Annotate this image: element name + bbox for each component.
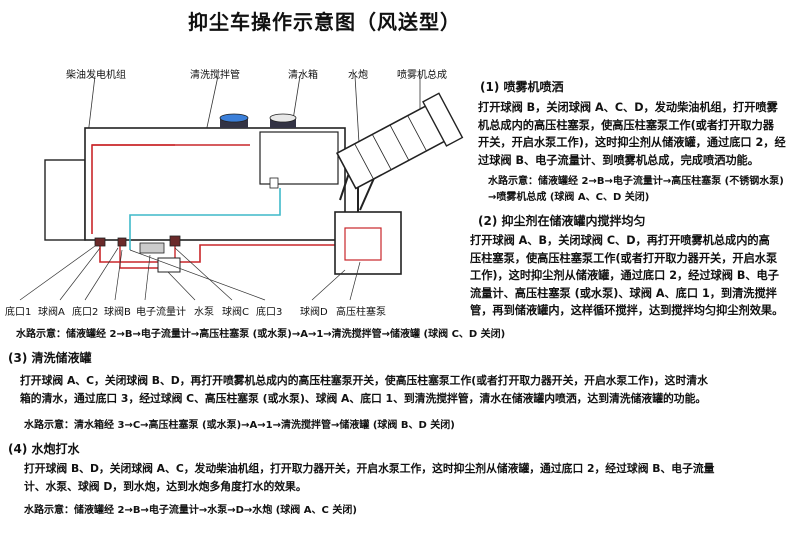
section3-body: 打开球阀 A、C，关闭球阀 B、D，再打开喷雾机总成内的高压柱塞泵开关，使高压柱… [20, 372, 708, 408]
plunger-pump-box [344, 227, 382, 261]
label-plunger-pump: 高压柱塞泵 [336, 307, 386, 318]
water-pump [157, 257, 181, 273]
valve-a [94, 237, 106, 247]
label-water-tank: 清水箱 [288, 70, 318, 81]
label-water-cannon: 水炮 [348, 70, 368, 81]
section1-line: 机总成内的高压柱塞泵，使高压柱塞泵工作(或者打开取力器 [478, 118, 774, 132]
section2-line: 压柱塞泵，使高压柱塞泵工作(或者打开取力器开关，开启水泵 [470, 251, 778, 265]
clean-water-pipe [129, 188, 281, 250]
sprayer-barrel [335, 92, 464, 190]
section1-body: 打开球阀 B，关闭球阀 A、C、D，发动柴油机组，打开喷雾 机总成内的高压柱塞泵… [478, 99, 794, 169]
tank-lid-2 [270, 118, 296, 128]
section2-line: 流量计、高压柱塞泵 (或水泵)、球阀 A、底口 1，到清洗搅拌 [470, 286, 777, 300]
section1-flow-1: 水路示意：储液罐经 2→B→电子流量计→高压柱塞泵 (不锈钢水泵) [488, 176, 784, 187]
label-outlet2: 底口2 [72, 307, 99, 318]
section1-line: 过球阀 B、电子流量计、到喷雾机总成，完成喷洒功能。 [478, 153, 759, 167]
clean-water-tank [259, 131, 339, 185]
section1-heading: (1) 喷雾机喷洒 [480, 80, 564, 94]
tank-lid-1 [220, 118, 248, 128]
section4-flow: 水路示意：储液罐经 2→B→电子流量计→水泵→D→水炮 (球阀 A、C 关闭) [24, 505, 357, 516]
label-generator: 柴油发电机组 [66, 70, 126, 81]
supply-pipe [99, 240, 346, 270]
section2-line: 管，再到储液罐内，这样循环搅拌，达到搅拌均匀抑尘剂效果。 [470, 304, 784, 317]
section2-line: 工作)，这时抑尘剂从储液罐，通过底口 2，经过球阀 B、电子 [470, 269, 779, 282]
section4-body: 打开球阀 B、D，关闭球阀 A、C，发动柴油机组，打开取力器开关，开启水泵工作，… [24, 460, 714, 496]
section4-heading: (4) 水炮打水 [8, 442, 80, 456]
label-outlet3: 底口3 [256, 307, 283, 318]
section3-flow: 水路示意：清水箱经 3→C→高压柱塞泵 (或水泵)→A→1→清洗搅拌管→储液罐 … [24, 420, 455, 431]
section4-line: 打开球阀 B、D，关闭球阀 A、C，发动柴油机组，打开取力器开关，开启水泵工作，… [24, 462, 715, 475]
valve-c [169, 235, 181, 247]
label-flow-meter: 电子流量计 [136, 307, 186, 318]
section2-flow: 水路示意：储液罐经 2→B→电子流量计→高压柱塞泵 (或水泵)→A→1→清洗搅拌… [16, 329, 506, 340]
section4-line: 计、水泵、球阀 D，到水炮，达到水炮多角度打水的效果。 [24, 480, 307, 493]
label-stir-pipe: 清洗搅拌管 [190, 70, 240, 81]
page-title: 抑尘车操作示意图（风送型） [188, 10, 461, 34]
valve-b [117, 237, 127, 247]
section3-line: 打开球阀 A、C，关闭球阀 B、D，再打开喷雾机总成内的高压柱塞泵开关，使高压柱… [20, 374, 708, 387]
generator-unit [44, 159, 86, 241]
section2-body: 打开球阀 A、B，关闭球阀 C、D，再打开喷雾机总成内的高 压柱塞泵，使高压柱塞… [470, 232, 798, 320]
label-valve-b: 球阀B [104, 307, 131, 318]
section3-heading: (3) 清洗储液罐 [8, 351, 92, 365]
label-valve-d: 球阀D [300, 307, 328, 318]
label-valve-a: 球阀A [38, 307, 65, 318]
section2-line: 打开球阀 A、B，关闭球阀 C、D，再打开喷雾机总成内的高 [470, 234, 770, 247]
flow-meter [139, 242, 165, 254]
section1-line: 打开球阀 B，关闭球阀 A、C、D，发动柴油机组，打开喷雾 [478, 101, 778, 114]
label-sprayer: 喷雾机总成 [397, 70, 447, 81]
section1-line: 开关，开启水泵工作)，这时抑尘剂从储液罐，通过底口 2，经 [478, 136, 786, 149]
section3-line: 箱的清水，通过底口 3，经过球阀 C、高压柱塞泵 (或水泵)、球阀 A、底口 1… [20, 392, 707, 405]
label-pump: 水泵 [194, 307, 214, 318]
label-outlet1: 底口1 [5, 307, 32, 318]
label-valve-c: 球阀C [222, 307, 249, 318]
section2-heading: (2) 抑尘剂在储液罐内搅拌均匀 [478, 214, 646, 228]
section1-flow-2: →喷雾机总成 (球阀 A、C、D 关闭) [488, 192, 650, 203]
